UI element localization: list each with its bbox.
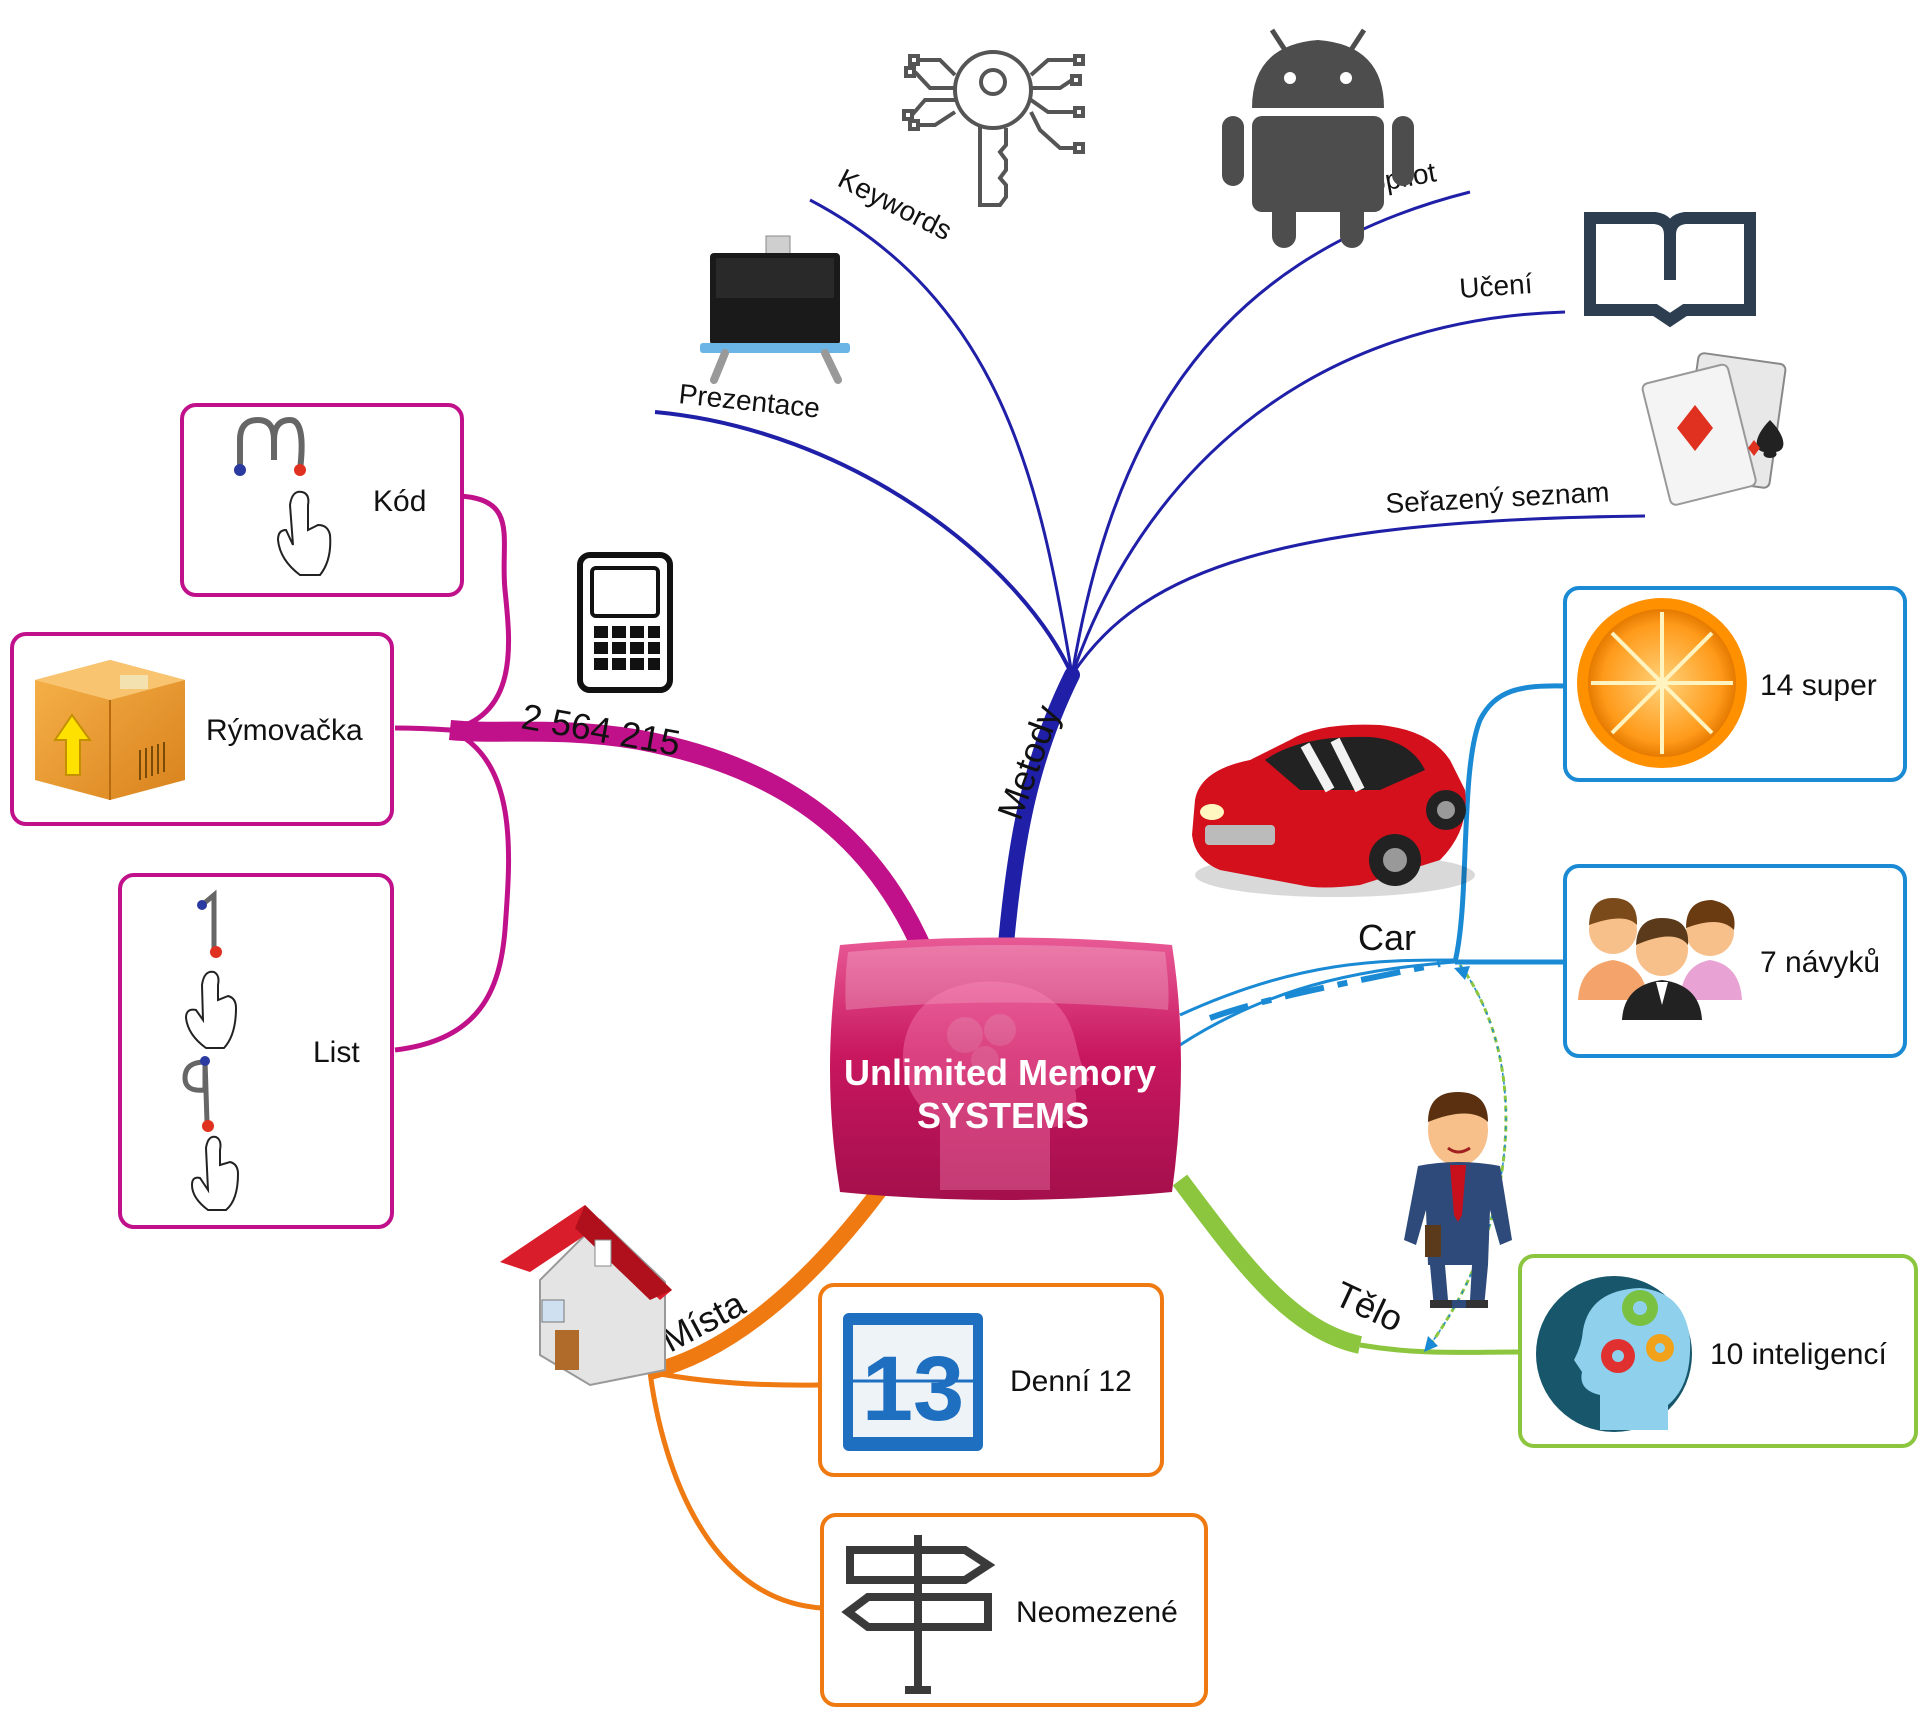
card-7-navyku[interactable]: 7 návyků [1563, 864, 1907, 1058]
head-gears-icon [1536, 1276, 1692, 1432]
telo-branch-lines [1172, 964, 1521, 1355]
card-denni-12-label: Denní 12 [1010, 1365, 1132, 1398]
code-branch-lines [394, 493, 935, 1053]
metody-branch-lines [654, 190, 1646, 963]
digit-gesture-icon [182, 889, 240, 1211]
central-title-line2: SYSTEMS [917, 1095, 1089, 1136]
card-list-label: List [313, 1036, 360, 1069]
box-upload-icon [35, 660, 185, 800]
branch-label-car[interactable]: Car [1358, 917, 1416, 958]
businessman-icon [1404, 1092, 1512, 1308]
card-denni-12[interactable]: 13 Denní 12 [818, 1283, 1164, 1477]
card-neomezene-label: Neomezené [1016, 1596, 1178, 1629]
people-icon [1578, 898, 1742, 1020]
presentation-board-icon [700, 235, 850, 384]
central-title-line1: Unlimited Memory [844, 1052, 1156, 1093]
card-rymovacka-label: Rýmovačka [206, 714, 363, 747]
letter-m-gesture-icon [234, 416, 332, 576]
head-silhouette-icon [902, 981, 1090, 1190]
signpost-icon [841, 1535, 996, 1694]
calendar-icon: 13 [843, 1313, 983, 1451]
mista-branch-lines [647, 1185, 887, 1611]
card-7-navyku-label: 7 návyků [1760, 946, 1880, 979]
red-car-icon [1192, 724, 1475, 897]
open-book-icon [1584, 212, 1756, 328]
card-neomezene[interactable]: Neomezené [820, 1513, 1208, 1707]
house-icon [500, 1205, 672, 1387]
topic-uceni[interactable]: Učení [1458, 268, 1533, 304]
card-list[interactable]: List [118, 873, 394, 1229]
car-branch-lines [1179, 683, 1566, 1047]
card-rymovacka[interactable]: Rýmovačka [10, 632, 394, 826]
phone-keypad-icon [577, 552, 673, 693]
branch-label-metody[interactable]: Metody [989, 700, 1068, 825]
android-icon [1222, 28, 1414, 248]
card-14-super[interactable]: 14 super [1563, 586, 1907, 782]
card-14-super-label: 14 super [1760, 669, 1877, 702]
card-kod[interactable]: Kód [180, 403, 464, 597]
branch-label-number[interactable]: 2 564 215 [519, 696, 684, 764]
card-10-inteligenci-label: 10 inteligencí [1710, 1338, 1887, 1371]
topic-keywords[interactable]: Keywords [833, 163, 957, 246]
central-topic[interactable]: Unlimited Memory SYSTEMS [830, 937, 1181, 1201]
playing-cards-icon [1641, 352, 1787, 506]
key-circuit-icon [902, 50, 1085, 207]
topic-serazeny-seznam[interactable]: Seřazený seznam [1385, 476, 1610, 519]
card-10-inteligenci[interactable]: 10 inteligencí [1518, 1254, 1918, 1448]
card-kod-label: Kód [373, 485, 426, 518]
calendar-number: 13 [862, 1338, 964, 1440]
orange-slice-icon [1577, 598, 1747, 768]
